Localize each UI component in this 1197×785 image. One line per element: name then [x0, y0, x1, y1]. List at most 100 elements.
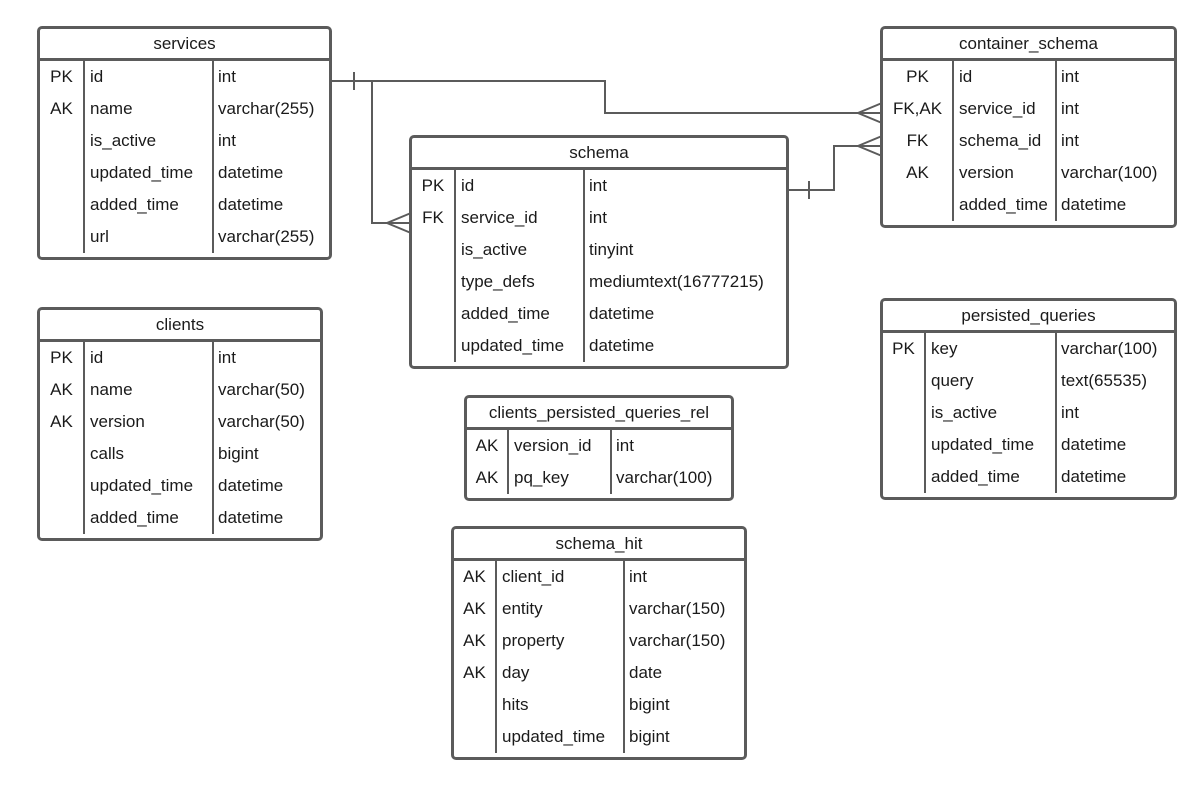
column-type: datetime: [589, 304, 655, 323]
column-name: updated_time: [456, 330, 585, 362]
relationship-line-schema-container-schema: [788, 145, 882, 191]
key-cell: [40, 502, 85, 534]
key-cell: FK: [883, 125, 954, 157]
key-cell: [883, 461, 926, 493]
key-cell: FK: [412, 202, 456, 234]
key-cell: [412, 266, 456, 298]
key-cell: AK: [454, 625, 497, 657]
key-cell: FK,AK: [883, 93, 954, 125]
key-cell: [40, 125, 85, 157]
crowsfoot-container-schema-schema-id: [855, 135, 883, 157]
column-type: varchar(100): [1061, 339, 1158, 358]
column-type: mediumtext(16777215): [589, 272, 764, 291]
column-type: varchar(100): [616, 468, 713, 487]
column-name: version: [954, 157, 1057, 189]
column-type: bigint: [629, 695, 670, 714]
column-name: schema_id: [954, 125, 1057, 157]
column-type: int: [616, 436, 634, 455]
key-cell: PK: [883, 333, 926, 365]
key-cell: [40, 221, 85, 253]
relationship-line-services-schema: [331, 80, 411, 224]
key-cell: [883, 397, 926, 429]
entity-title: clients: [40, 310, 320, 342]
column-name: type_defs: [456, 266, 585, 298]
column-name: updated_time: [85, 470, 214, 502]
column-type: int: [1061, 99, 1079, 118]
crowsfoot-container-schema-service-id: [855, 102, 883, 124]
key-cell: AK: [454, 561, 497, 593]
key-cell: [40, 438, 85, 470]
column-name: property: [497, 625, 625, 657]
column-type: tinyint: [589, 240, 634, 259]
entity-title: schema_hit: [454, 529, 744, 561]
entity-title: container_schema: [883, 29, 1174, 61]
column-name: name: [85, 374, 214, 406]
key-cell: [883, 429, 926, 461]
column-type: varchar(255): [218, 227, 315, 246]
column-type: int: [629, 567, 647, 586]
column-name: calls: [85, 438, 214, 470]
column-name: added_time: [85, 502, 214, 534]
column-name: is_active: [926, 397, 1057, 429]
column-name: query: [926, 365, 1057, 397]
column-type: text(65535): [1061, 371, 1147, 390]
column-type: datetime: [589, 336, 655, 355]
column-type: datetime: [1061, 195, 1127, 214]
key-cell: AK: [40, 93, 85, 125]
entity-title: persisted_queries: [883, 301, 1174, 333]
column-type: varchar(255): [218, 99, 315, 118]
column-name: id: [85, 61, 214, 93]
column-name: key: [926, 333, 1057, 365]
column-name: pq_key: [509, 462, 612, 494]
column-type: int: [589, 176, 607, 195]
column-name: day: [497, 657, 625, 689]
column-name: updated_time: [926, 429, 1057, 461]
